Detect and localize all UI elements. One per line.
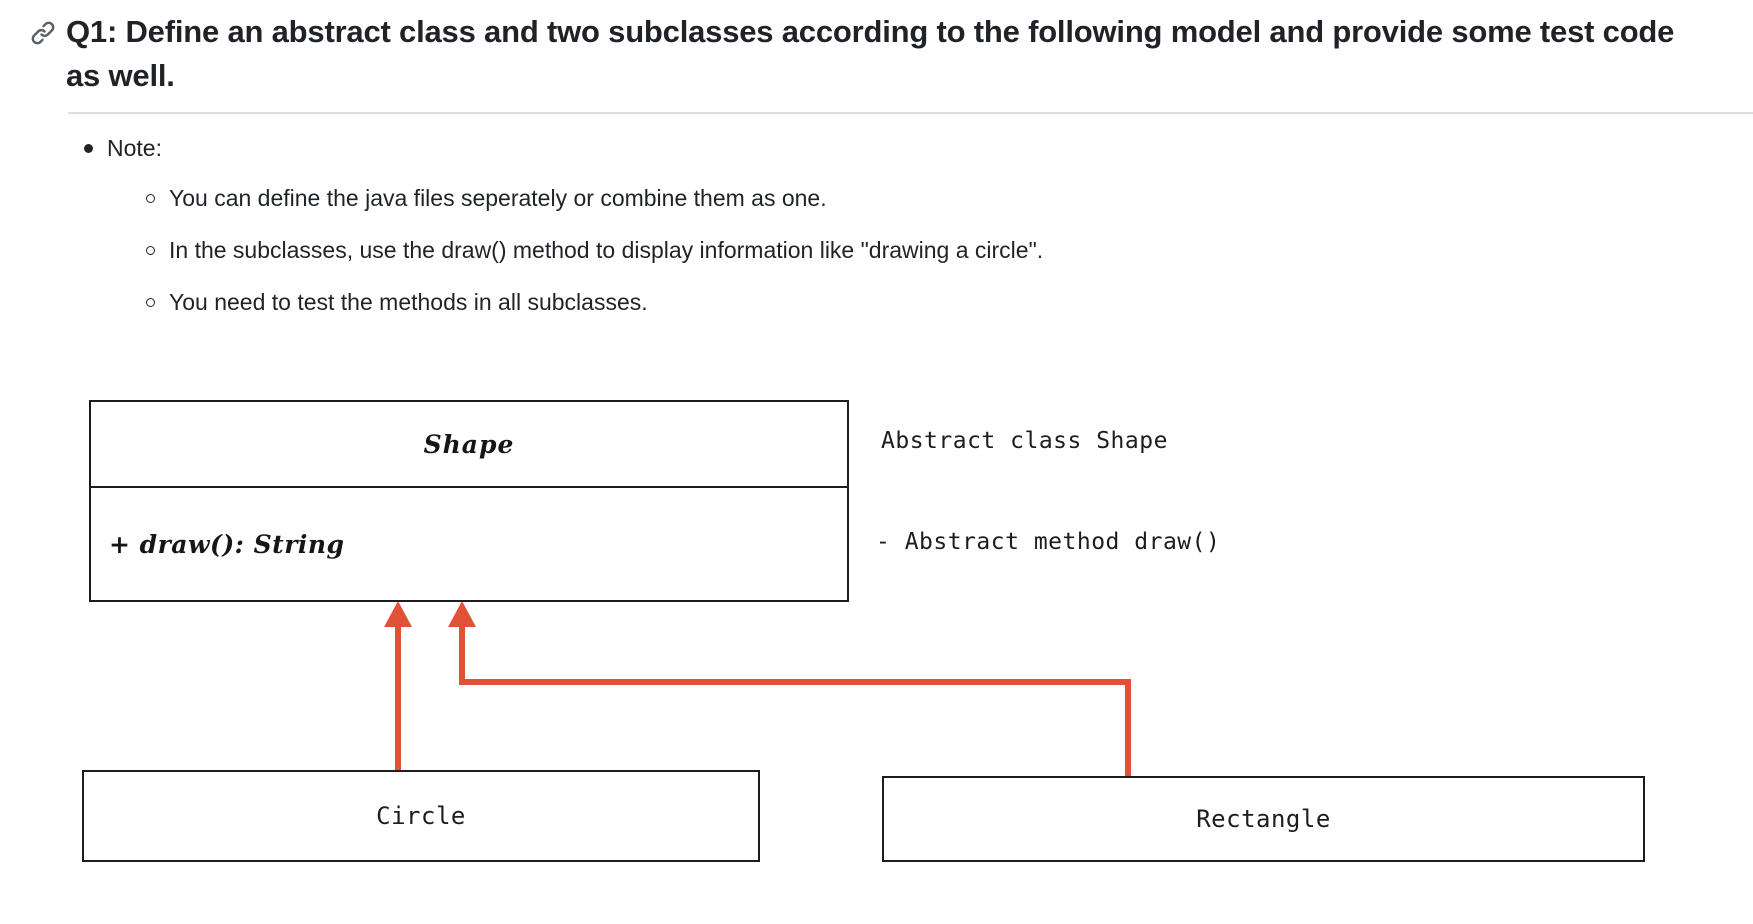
list-item: You need to test the methods in all subc… (146, 287, 1584, 318)
question-heading-block: Q1: Define an abstract class and two sub… (0, 0, 1753, 114)
note-sublist: You can define the java files seperately… (84, 183, 1584, 318)
heading-row: Q1: Define an abstract class and two sub… (30, 10, 1693, 98)
bullet-circle-icon (146, 194, 155, 204)
uml-class-shape-method: + draw(): String (109, 529, 345, 559)
list-item: In the subclasses, use the draw() method… (146, 235, 1584, 266)
note-label: Note: (107, 135, 162, 161)
note-item-text: In the subclasses, use the draw() method… (169, 237, 1044, 264)
connector-rectangle-to-shape (448, 601, 1131, 776)
note-item-text: You can define the java files seperately… (169, 185, 827, 212)
connector-circle-to-shape (384, 601, 412, 770)
annotation-abstract-class: Abstract class Shape (881, 428, 1168, 454)
note-item-text: You need to test the methods in all subc… (169, 289, 648, 316)
bullet-circle-icon (146, 246, 155, 256)
list-item-note: Note: (84, 133, 1584, 164)
uml-class-shape-name: Shape (423, 429, 515, 459)
uml-class-rectangle-name: Rectangle (1196, 805, 1331, 833)
bullet-disc-icon (84, 144, 93, 153)
uml-class-circle[interactable]: Circle (82, 770, 760, 862)
page-title: Q1: Define an abstract class and two sub… (66, 14, 1675, 94)
annotation-abstract-method: - Abstract method draw() (876, 529, 1221, 555)
uml-class-rectangle[interactable]: Rectangle (882, 776, 1645, 862)
list-item: You can define the java files seperately… (146, 183, 1584, 214)
uml-class-shape[interactable]: Shape + draw(): String (89, 400, 849, 602)
uml-class-circle-name: Circle (376, 802, 466, 830)
uml-class-shape-method-cell: + draw(): String (91, 488, 847, 600)
heading-divider (68, 112, 1753, 114)
link-icon[interactable] (30, 20, 56, 46)
bullet-circle-icon (146, 298, 155, 308)
uml-class-shape-title-cell: Shape (91, 402, 847, 488)
note-list: Note: You can define the java files sepe… (84, 133, 1584, 339)
